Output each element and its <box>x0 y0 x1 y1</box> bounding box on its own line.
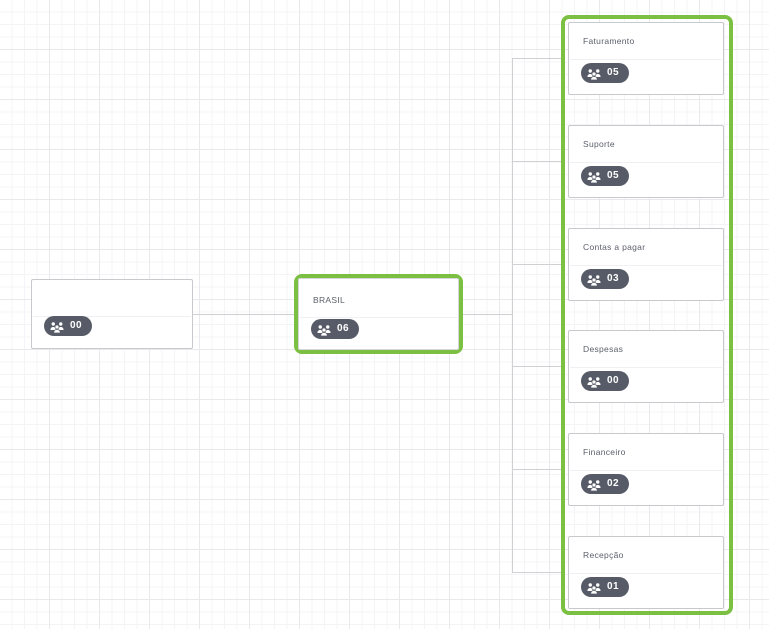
node-department-5-people-count: 02 <box>607 478 619 489</box>
node-department-4-people-count: 00 <box>607 375 619 386</box>
node-department-6-people-badge[interactable]: 01 <box>581 577 629 597</box>
node-department-1-people-badge[interactable]: 05 <box>581 63 629 83</box>
department-group-highlight[interactable] <box>561 15 733 615</box>
node-department-4-people-badge[interactable]: 00 <box>581 371 629 391</box>
node-root-people-count: 00 <box>70 320 82 331</box>
people-group-icon <box>587 67 601 81</box>
node-department-1-title: Faturamento <box>583 36 635 46</box>
connector-trunk-to-dept-4 <box>512 366 564 367</box>
node-department-6-divider <box>570 573 722 574</box>
node-branch-title: BRASIL <box>313 295 346 305</box>
people-group-icon <box>587 273 601 287</box>
people-group-icon <box>50 320 64 334</box>
connector-trunk-to-dept-1 <box>512 58 564 59</box>
people-group-icon <box>587 375 601 389</box>
node-department-6[interactable]: Recepção 01 <box>568 536 724 609</box>
node-department-5[interactable]: Financeiro 02 <box>568 433 724 506</box>
node-department-5-people-badge[interactable]: 02 <box>581 474 629 494</box>
connector-root-to-branch <box>193 314 294 315</box>
people-group-icon <box>317 323 331 337</box>
node-department-2-title: Suporte <box>583 139 615 149</box>
connector-trunk-to-dept-2 <box>512 161 564 162</box>
node-branch-people-count: 06 <box>337 323 349 334</box>
node-department-1[interactable]: Faturamento 05 <box>568 22 724 95</box>
node-department-3-title: Contas a pagar <box>583 242 646 252</box>
node-department-1-divider <box>570 59 722 60</box>
node-branch-divider <box>300 317 457 318</box>
node-branch-people-badge[interactable]: 06 <box>311 319 359 339</box>
node-branch-highlight[interactable]: BRASIL 06 <box>294 274 463 354</box>
node-root[interactable]: 00 <box>31 279 193 349</box>
node-department-4[interactable]: Despesas 00 <box>568 330 724 403</box>
node-department-5-title: Financeiro <box>583 447 626 457</box>
connector-trunk-vertical <box>512 58 513 573</box>
connector-trunk-to-dept-6 <box>512 572 564 573</box>
people-group-icon <box>587 478 601 492</box>
node-department-3-people-count: 03 <box>607 273 619 284</box>
node-department-2-divider <box>570 162 722 163</box>
node-department-3-people-badge[interactable]: 03 <box>581 269 629 289</box>
connector-trunk-to-dept-5 <box>512 469 564 470</box>
node-department-2-people-badge[interactable]: 05 <box>581 166 629 186</box>
node-department-2[interactable]: Suporte 05 <box>568 125 724 198</box>
node-department-1-people-count: 05 <box>607 67 619 78</box>
connector-trunk-to-dept-3 <box>512 264 564 265</box>
node-department-6-title: Recepção <box>583 550 624 560</box>
connector-branch-to-trunk <box>463 314 513 315</box>
node-department-6-people-count: 01 <box>607 581 619 592</box>
people-group-icon <box>587 581 601 595</box>
node-root-divider <box>33 316 191 317</box>
node-department-4-title: Despesas <box>583 344 624 354</box>
node-department-5-divider <box>570 470 722 471</box>
node-department-3-divider <box>570 265 722 266</box>
node-root-people-badge[interactable]: 00 <box>44 316 92 336</box>
people-group-icon <box>587 170 601 184</box>
node-department-3[interactable]: Contas a pagar 03 <box>568 228 724 301</box>
node-department-4-divider <box>570 367 722 368</box>
node-branch[interactable]: BRASIL 06 <box>298 278 459 350</box>
node-department-2-people-count: 05 <box>607 170 619 181</box>
